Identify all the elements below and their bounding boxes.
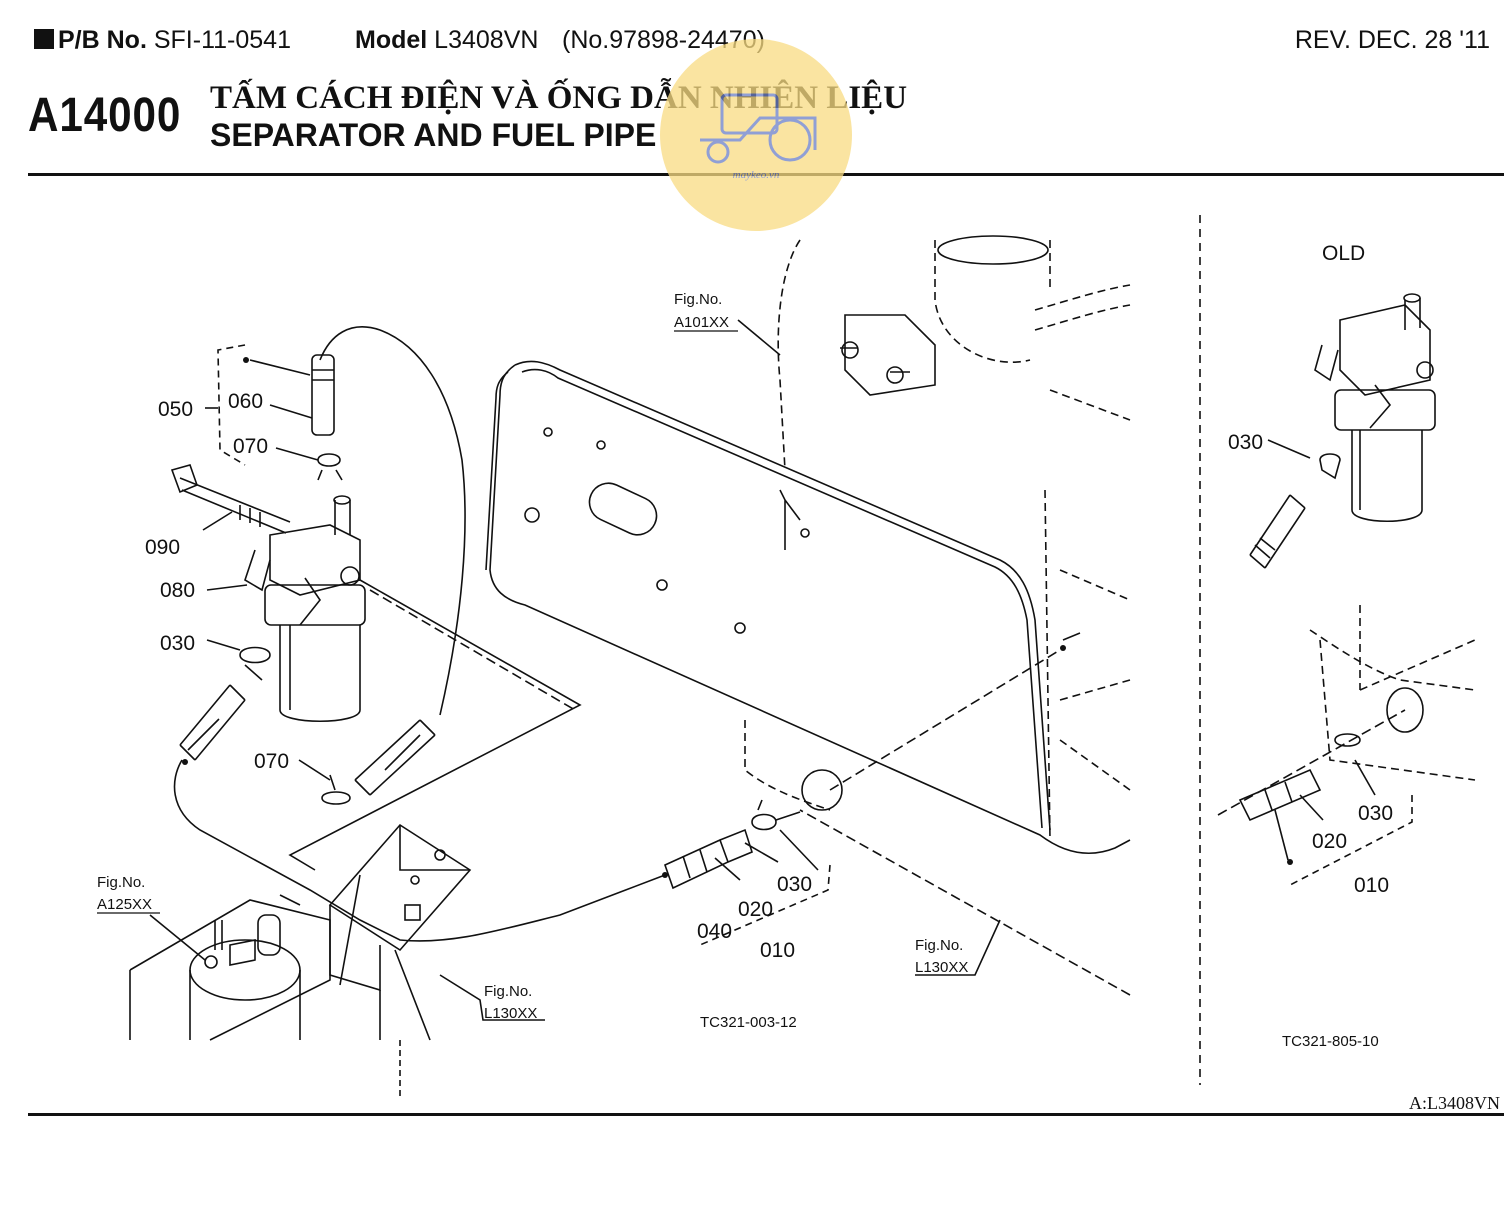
old-clamp-030-lower	[1334, 733, 1361, 747]
old-leader-020	[1299, 794, 1324, 821]
fig-ref-number: A125XX	[97, 896, 152, 913]
hose-middle	[354, 719, 436, 796]
part-label: 030	[1228, 431, 1263, 454]
fuel-hose-upper	[319, 326, 466, 716]
fuel-filter-080	[244, 495, 366, 722]
old-panel-title: OLD	[1322, 242, 1365, 265]
fig-ref-number: A101XX	[674, 314, 729, 331]
bracket-050	[217, 344, 246, 466]
engine-pump-a125	[129, 899, 331, 1041]
fig-ref-label: Fig.No.	[915, 937, 963, 954]
watermark-logo: maykeo.vn	[660, 39, 852, 231]
bracket-010	[699, 864, 831, 946]
part-label: 010	[1354, 874, 1389, 897]
hose-020	[719, 828, 753, 863]
mounting-bracket	[328, 823, 472, 1041]
part-label: 030	[160, 632, 195, 655]
part-label: 020	[738, 898, 773, 921]
old-tank-hole	[1386, 687, 1424, 733]
revision-date: REV. DEC. 28 '11	[1294, 26, 1490, 54]
section-title-english: SEPARATOR AND FUEL PIPE	[210, 117, 657, 153]
old-panel-labels: OLD 030 030 020 010 TC321-805-10	[1228, 242, 1393, 1050]
tank-outlet-upper	[841, 341, 859, 359]
square-bullet-icon	[34, 29, 54, 49]
part-label: 060	[228, 390, 263, 413]
fig-ref-number: L130XX	[915, 959, 968, 976]
fitting-040	[664, 838, 730, 890]
part-label: 030	[1358, 802, 1393, 825]
tank-outlet-lower	[886, 366, 904, 384]
hose-060	[311, 354, 335, 436]
figure-references: Fig.No. A101XX Fig.No. A125XX Fig.No. L1…	[97, 291, 968, 1022]
old-tank-section	[1309, 605, 1476, 781]
old-filter	[1249, 293, 1436, 569]
pb-number: P/B No. SFI-11-0541	[34, 26, 291, 55]
old-leader-030-lower	[1354, 759, 1376, 796]
old-bracket-010	[1289, 795, 1413, 886]
part-label: 030	[777, 873, 812, 896]
part-label: 020	[1312, 830, 1347, 853]
line-art	[129, 215, 1476, 1100]
fuel-hose-lower	[173, 759, 666, 942]
part-label: 050	[158, 398, 193, 421]
fuel-tank	[744, 239, 1131, 841]
clamp-030-main	[751, 799, 777, 831]
fig-ref-label: Fig.No.	[674, 291, 722, 308]
part-labels-main: 050 060 070 090 080 030 070 040 020 010 …	[145, 390, 812, 962]
model-number: Model L3408VN	[355, 26, 539, 54]
old-drawing-code: TC321-805-10	[1282, 1033, 1379, 1050]
old-hose-020	[1238, 768, 1322, 822]
dashed-path-right	[799, 809, 1131, 996]
tank-cap	[937, 235, 1049, 265]
fig-ref-label: Fig.No.	[97, 874, 145, 891]
leader-a101	[737, 319, 781, 356]
footer-divider	[28, 1113, 1504, 1116]
old-leader-030-upper	[1267, 439, 1311, 459]
section-code: A14000	[28, 89, 182, 142]
leader-a125	[149, 914, 206, 961]
part-label: 010	[760, 939, 795, 962]
part-label: 040	[697, 920, 732, 943]
tank-bracket	[844, 314, 936, 396]
old-clamp-030-upper	[1319, 453, 1341, 480]
separator-plate	[485, 360, 1131, 855]
fig-ref-number: L130XX	[484, 1005, 537, 1022]
leader-l130-right	[915, 919, 1001, 976]
part-label: 070	[254, 750, 289, 773]
clamp-070-lower	[321, 774, 351, 805]
footer-model-reference: A:L3408VN	[1409, 1093, 1500, 1113]
main-drawing-code: TC321-003-12	[700, 1014, 797, 1031]
watermark-text: maykeo.vn	[733, 169, 780, 181]
bolt-090	[179, 477, 291, 534]
part-label: 090	[145, 536, 180, 559]
fig-ref-label: Fig.No.	[484, 983, 532, 1000]
clamp-030-left	[239, 646, 271, 681]
leader-l130-left	[439, 974, 545, 1021]
part-label: 080	[160, 579, 195, 602]
old-leader-010	[1274, 809, 1289, 861]
hose-left	[179, 684, 246, 761]
tank-outlet-fitting	[1062, 632, 1081, 641]
clamp-070-upper	[317, 453, 343, 481]
part-label: 070	[233, 435, 268, 458]
